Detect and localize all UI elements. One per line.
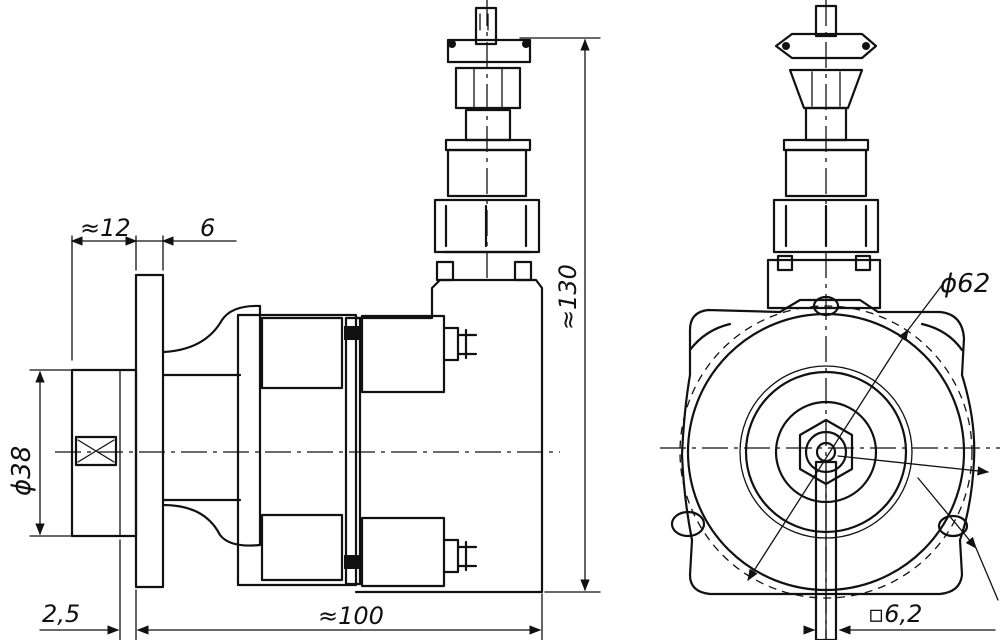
motor-body: [236, 313, 358, 587]
clamp-ring: [344, 316, 362, 586]
dim-6-label: 6: [200, 214, 215, 242]
flange-plate: [134, 273, 165, 589]
brush-cap-bottom: [360, 516, 446, 588]
connector-neck: [464, 108, 512, 142]
brush-cap-top: [360, 314, 446, 394]
housing-neck: [161, 304, 262, 547]
dim-62-label: ϕ62: [940, 269, 990, 299]
dim-2-5-label: 2,5: [42, 600, 80, 628]
dim-12-label: ≈12: [80, 214, 131, 242]
side-view-dimensions: ≈12 6 ϕ38 2,5 ≈100 ≈130: [7, 37, 601, 640]
dim-38-label: ϕ38: [7, 446, 37, 496]
dim-6-2-label: ▫6,2: [868, 600, 922, 628]
end-housing-outline: [680, 298, 976, 596]
side-view: [55, 0, 560, 594]
end-view-dimensions: ϕ62 ▫6,2: [747, 269, 999, 635]
dim-100-label: ≈100: [318, 602, 384, 630]
shaft-stub: [70, 368, 138, 538]
terminal-housing: [354, 278, 544, 594]
connector-plug: [454, 66, 522, 110]
dim-130-label: ≈130: [554, 264, 582, 330]
end-view: [660, 0, 1000, 640]
key-slot: [74, 435, 118, 467]
end-terminal-box: [766, 258, 882, 310]
